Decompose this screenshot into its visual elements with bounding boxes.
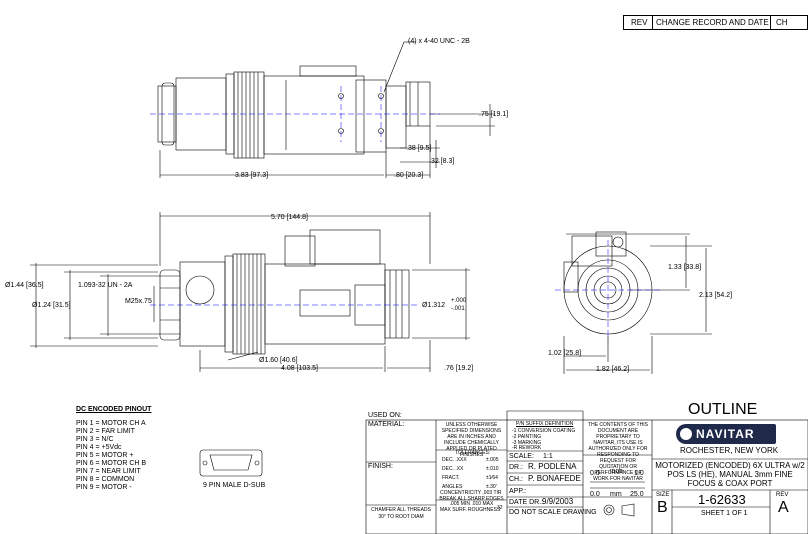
pin-9: PIN 9 = MOTOR - <box>76 484 132 491</box>
tolerances: TOLERANCES: <box>455 450 491 456</box>
dim-080: .80 [20.3] <box>394 172 424 179</box>
scale-label: SCALE: <box>509 453 534 460</box>
change-record-header: CHANGE RECORD AND DATE <box>656 18 769 27</box>
dec-xxx-val: ±.005 <box>486 457 499 463</box>
fract: FRACT. <box>442 475 460 481</box>
dr-label: DR.: <box>509 464 523 471</box>
outline-title: OUTLINE <box>688 401 758 418</box>
dim-thread: 1.093-32 UN - 2A <box>78 282 133 289</box>
pin-8: PIN 8 = COMMON <box>76 476 135 483</box>
pin-4: PIN 4 = +5Vdc <box>76 444 122 451</box>
description: MOTORIZED (ENCODED) 6X ULTRA w/2 POS LS … <box>655 461 805 488</box>
break-edges: BREAK ALL SHARP EDGES .005 MIN .010 MAX <box>439 496 504 507</box>
angles: ANGLES <box>442 484 463 490</box>
pin-7: PIN 7 = NEAR LIMIT <box>76 468 141 475</box>
finish-label: FINISH: <box>368 463 393 470</box>
size-val: B <box>657 499 668 516</box>
inch-scale-0: 0.0 <box>590 470 600 477</box>
do-not-scale: DO NOT SCALE DRAWING <box>509 509 597 516</box>
max-surf-val: 32 <box>497 505 503 511</box>
pinout-title: DC ENCODED PINOUT <box>76 406 152 413</box>
connector-label: 9 PIN MALE D-SUB <box>203 482 266 489</box>
concentricity: CONCENTRICITY .003 TIR <box>440 490 502 496</box>
unless-note: UNLESS OTHERWISE SPECIFIED DIMENSIONS AR… <box>441 422 502 458</box>
angles-val: ±.30' <box>486 484 497 490</box>
suffix-2: -2 PAINTING <box>512 434 542 440</box>
dim-383: 3.83 [97.3] <box>235 172 269 179</box>
dim-124: Ø1.24 [31.5] <box>32 302 71 309</box>
rev-label: REV <box>776 492 789 498</box>
sheet-info: SHEET 1 OF 1 <box>701 510 748 517</box>
dim-076: .76 [19.2] <box>444 365 474 372</box>
ch-val: P. BONAFEDE <box>528 474 581 483</box>
dim-160: Ø1.60 [40.6] <box>259 357 298 364</box>
suffix-1: -1 CONVERSION COATING <box>512 428 576 434</box>
ch-header: CH <box>776 18 788 27</box>
rev-header: REV <box>631 18 648 27</box>
dim-hole-callout: (4) x 4-40 UNC - 2B <box>408 38 470 45</box>
suffix-title: P/N SUFFIX DEFINITION <box>516 421 574 427</box>
mm-scale-0: 0.0 <box>590 491 600 498</box>
projection-symbol-icon <box>602 503 642 517</box>
used-on: USED ON: <box>368 412 402 419</box>
dec-xx: DEC. .XX <box>442 466 464 472</box>
date-label: DATE DR.: <box>509 499 544 506</box>
part-number: 1-62633 <box>698 492 746 507</box>
inch-scale-1: 1.0 <box>634 470 644 477</box>
dim-213: 2.13 [54.2] <box>699 292 733 299</box>
pin-5: PIN 5 = MOTOR + <box>76 452 134 459</box>
suffix-r: -R REWORK <box>512 445 542 451</box>
pin-6: PIN 6 = MOTOR CH B <box>76 460 147 467</box>
ch-label: CH.: <box>509 476 523 483</box>
dim-1312-tol-lower: -.001 <box>451 306 465 312</box>
pin-3: PIN 3 = N/C <box>76 436 114 443</box>
dec-xxx: DEC. .XXX <box>442 457 467 463</box>
dim-144: Ø1.44 [36.5] <box>5 282 44 289</box>
dim-102: 1.02 [25.8] <box>548 350 582 357</box>
dim-075: .75 [19.1] <box>479 111 509 118</box>
dim-032: .32 [8.3] <box>429 158 455 165</box>
dim-182: 1.82 [46.2] <box>596 366 630 373</box>
size-label: SIZE <box>656 492 670 498</box>
dim-m25: M25x.75 <box>125 298 152 305</box>
pin-2: PIN 2 = FAR LIMIT <box>76 428 135 435</box>
navitar-logo-text: NAVITAR <box>696 427 755 441</box>
mm-scale-1: 25.0 <box>630 491 644 498</box>
chamfer-note: CHAMFER ALL THREADS 30° TO ROOT DIAM <box>371 507 431 520</box>
app-label: APP.: <box>509 488 526 495</box>
mm-scale-unit: mm <box>610 491 622 498</box>
pinout-list: PIN 1 = MOTOR CH A PIN 2 = FAR LIMIT PIN… <box>76 420 146 492</box>
dec-xx-val: ±.010 <box>486 466 499 472</box>
date-val: 9/9/2003 <box>542 497 574 506</box>
dim-570: 5.70 [144.8] <box>271 214 308 221</box>
scale-val: 1:1 <box>543 453 553 460</box>
inch-scale-unit: inch <box>610 468 623 475</box>
location: ROCHESTER, NEW YORK <box>680 446 779 455</box>
dim-1312-tol-upper: +.000 <box>451 298 467 304</box>
pin-1: PIN 1 = MOTOR CH A <box>76 420 146 427</box>
dim-1312: Ø1.312 <box>422 302 445 309</box>
suffix-3: -3 MARKING <box>512 440 542 446</box>
proprietary-note: THE CONTENTS OF THIS DOCUMENT ARE PROPRI… <box>588 422 648 482</box>
fract-val: ±1⁄64 <box>486 475 498 481</box>
dim-408: 4.08 [103.5] <box>281 365 318 372</box>
dr-val: R. PODLENA <box>528 462 577 471</box>
dim-133: 1.33 [33.8] <box>668 264 702 271</box>
max-surf: MAX SURF. ROUGHNESS <box>440 507 501 513</box>
navitar-logo: NAVITAR <box>676 424 776 444</box>
dim-038: .38 [9.5] <box>406 145 432 152</box>
rev-val: A <box>778 499 789 516</box>
material-label: MATERIAL: <box>368 421 405 428</box>
